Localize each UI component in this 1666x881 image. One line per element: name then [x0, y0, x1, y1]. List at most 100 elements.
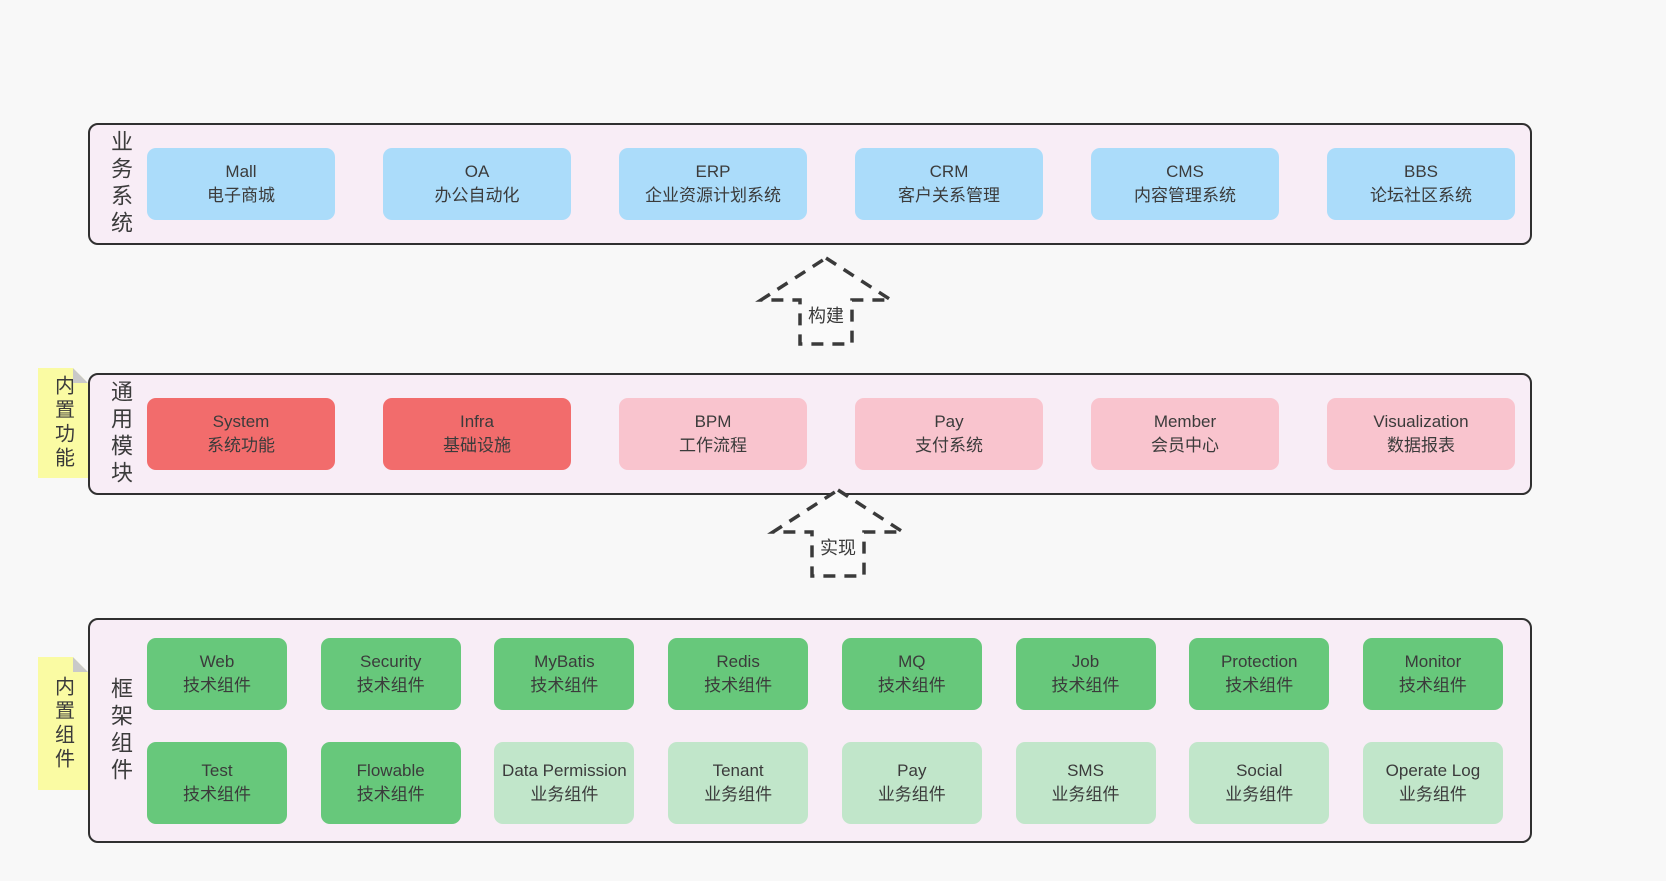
box-subtitle: 技术组件 — [1398, 675, 1467, 695]
box-pay: Pay 业务组件 — [841, 741, 982, 824]
box-subtitle: 客户关系管理 — [898, 186, 1000, 205]
section-label-modules: 通用模块 — [108, 380, 133, 488]
box-bbs: BBS 论坛社区系统 — [1327, 148, 1515, 220]
box-subtitle: 业务组件 — [877, 784, 946, 804]
box-oa: OA 办公自动化 — [383, 148, 571, 220]
box-subtitle: 技术组件 — [1225, 675, 1294, 695]
box-subtitle: 业务组件 — [1051, 784, 1120, 804]
box-redis: Redis 技术组件 — [668, 637, 809, 710]
box-subtitle: 工作流程 — [679, 436, 747, 455]
section-business-systems: 业务系统 Mall 电子商城 OA 办公自动化 ERP 企业资源计划系统 CRM 客户关系管理… — [88, 123, 1532, 245]
box-title: Social — [1236, 760, 1283, 780]
box-subtitle: 内容管理系统 — [1134, 186, 1236, 205]
box-security: Security 技术组件 — [320, 637, 461, 710]
box-visualization: Visualization 数据报表 — [1327, 398, 1515, 470]
box-subtitle: 业务组件 — [530, 784, 599, 804]
box-subtitle: 电子商城 — [207, 186, 275, 205]
box-bpm: BPM 工作流程 — [619, 398, 807, 470]
box-title: ERP — [695, 162, 731, 181]
folded-corner-icon — [73, 657, 88, 672]
box-crm: CRM 客户关系管理 — [855, 148, 1043, 220]
box-title: MyBatis — [534, 651, 595, 671]
section-label-business: 业务系统 — [108, 130, 133, 238]
box-monitor: Monitor 技术组件 — [1362, 637, 1503, 710]
box-title: BBS — [1403, 162, 1439, 181]
box-title: Pay — [897, 760, 927, 780]
folded-corner-icon — [73, 368, 88, 383]
arrow-build-label: 构建 — [808, 306, 844, 326]
box-tenant: Tenant 业务组件 — [668, 741, 809, 824]
box-mall: Mall 电子商城 — [147, 148, 335, 220]
section-label-framework: 框架组件 — [108, 676, 133, 785]
box-title: CMS — [1166, 162, 1204, 181]
box-subtitle: 技术组件 — [356, 675, 425, 695]
box-subtitle: 业务组件 — [1225, 784, 1294, 804]
up-arrow-icon — [767, 487, 909, 578]
up-arrow-icon — [755, 255, 897, 346]
box-sms: SMS 业务组件 — [1015, 741, 1156, 824]
box-subtitle: 业务组件 — [704, 784, 773, 804]
box-title: BPM — [694, 412, 732, 431]
box-title: Test — [201, 760, 233, 780]
box-title: Visualization — [1373, 412, 1469, 431]
box-title: OA — [464, 162, 490, 181]
box-title: Redis — [716, 651, 760, 671]
box-title: Web — [199, 651, 235, 671]
box-subtitle: 会员中心 — [1151, 436, 1219, 455]
box-subtitle: 技术组件 — [704, 675, 773, 695]
box-subtitle: 技术组件 — [356, 784, 425, 804]
box-subtitle: 办公自动化 — [434, 186, 520, 205]
box-title: Monitor — [1404, 651, 1462, 671]
box-mybatis: MyBatis 技术组件 — [494, 637, 635, 710]
arrow-implement-label: 实现 — [820, 538, 856, 558]
box-subtitle: 技术组件 — [1051, 675, 1120, 695]
box-title: CRM — [929, 162, 969, 181]
arrow-implement: 实现 — [767, 487, 909, 578]
box-title: Data Permission — [502, 760, 627, 780]
box-subtitle: 企业资源计划系统 — [645, 186, 781, 205]
box-subtitle: 业务组件 — [1398, 784, 1467, 804]
box-title: Flowable — [356, 760, 425, 780]
sticky-note-label: 内置组件 — [51, 675, 74, 772]
box-web: Web 技术组件 — [147, 637, 287, 710]
box-title: SMS — [1067, 760, 1104, 780]
box-infra: Infra 基础设施 — [383, 398, 571, 470]
box-title: Operate Log — [1385, 760, 1481, 780]
box-title: Infra — [459, 412, 495, 431]
arrow-build: 构建 — [755, 255, 897, 346]
box-subtitle: 技术组件 — [183, 675, 251, 695]
box-subtitle: 基础设施 — [443, 436, 511, 455]
box-flowable: Flowable 技术组件 — [320, 741, 461, 824]
box-data-permission: Data Permission 业务组件 — [494, 741, 635, 824]
box-title: Tenant — [712, 760, 764, 780]
business-box-row: Mall 电子商城 OA 办公自动化 ERP 企业资源计划系统 CRM 客户关系管理 CMS 内容… — [147, 125, 1515, 243]
box-title: MQ — [898, 651, 926, 671]
sticky-note-built-in-components: 内置组件 — [38, 657, 88, 790]
box-title: Security — [359, 651, 422, 671]
box-operate-log: Operate Log 业务组件 — [1362, 741, 1503, 824]
box-subtitle: 论坛社区系统 — [1370, 186, 1472, 205]
box-title: Pay — [934, 412, 964, 431]
box-subtitle: 系统功能 — [207, 436, 275, 455]
box-title: Member — [1153, 412, 1217, 431]
box-erp: ERP 企业资源计划系统 — [619, 148, 807, 220]
box-subtitle: 技术组件 — [530, 675, 599, 695]
box-cms: CMS 内容管理系统 — [1091, 148, 1279, 220]
box-title: Mall — [225, 162, 257, 181]
box-social: Social 业务组件 — [1189, 741, 1330, 824]
sticky-note-label: 内置功能 — [51, 375, 74, 471]
box-subtitle: 数据报表 — [1387, 436, 1455, 455]
